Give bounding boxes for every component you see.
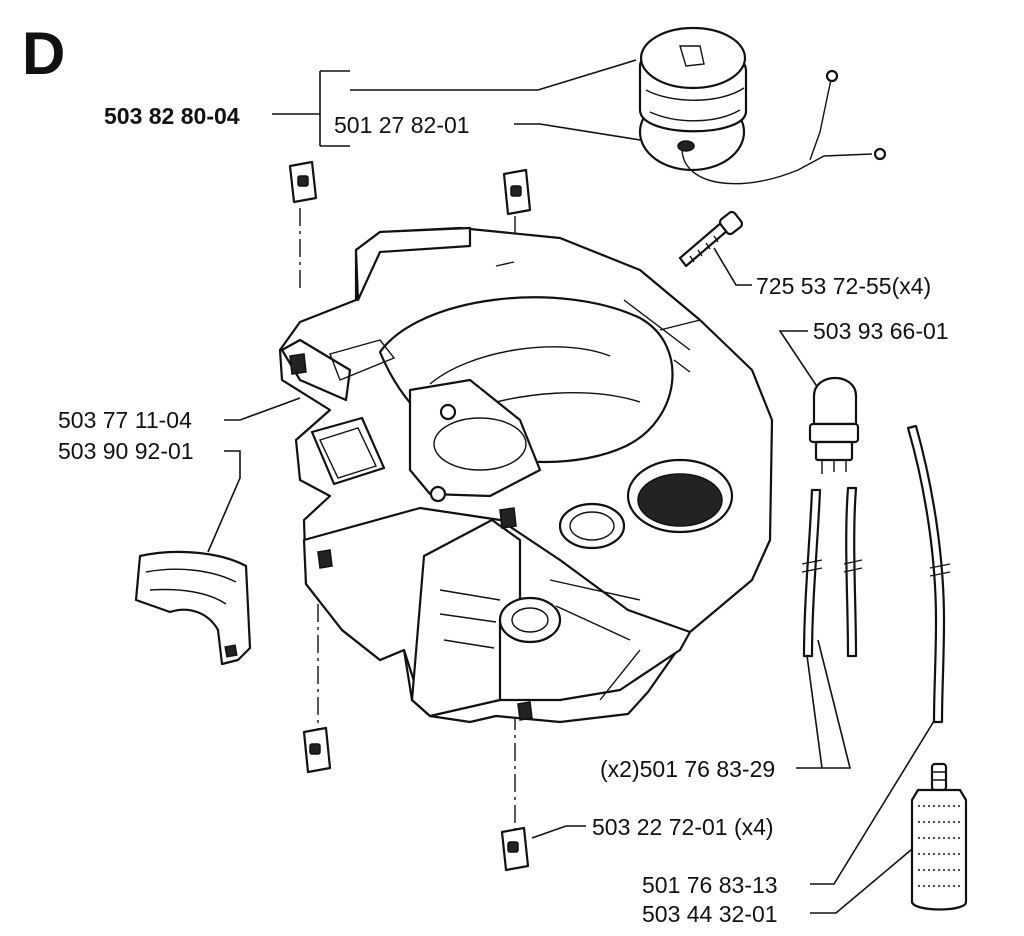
screw <box>678 210 744 268</box>
leader-hose-pair-left <box>805 647 823 769</box>
leader-cap-oring <box>514 123 641 141</box>
label-screw: 725 53 72-55(x4) <box>756 273 931 299</box>
tank-insert-piece <box>134 550 252 666</box>
label-primer-bulb: 503 93 66-01 <box>813 318 949 344</box>
fuel-filter <box>910 762 968 911</box>
section-letter: D <box>22 20 65 87</box>
leader-primer-bulb <box>778 330 819 389</box>
leader-screw <box>713 247 752 286</box>
clip-nuts <box>288 160 532 872</box>
label-fuel-filter: 503 44 32-01 <box>642 901 778 927</box>
clip-nut-top-left <box>288 160 318 204</box>
label-hose-pair: (x2)501 76 83-29 <box>600 756 775 782</box>
label-assembly: 503 82 80-04 <box>104 103 240 129</box>
leader-lines <box>207 59 943 914</box>
label-fuel-hose: 501 76 83-13 <box>642 872 778 898</box>
fuel-tank-housing <box>278 226 774 724</box>
leader-assembly-bracket <box>272 70 350 147</box>
fuel-cap <box>638 26 887 185</box>
leader-fuel-filter <box>810 833 931 914</box>
label-tank-part-b: 503 90 92-01 <box>58 438 194 464</box>
leader-clip <box>531 825 586 839</box>
primer-bulb <box>808 376 860 474</box>
short-hoses <box>801 486 863 658</box>
label-tank-part-a: 503 77 11-04 <box>58 407 192 433</box>
leader-tank-part-a <box>224 397 301 421</box>
clip-nut-bottom-center <box>500 826 530 872</box>
leader-cap <box>350 59 637 91</box>
leader-fuel-hose <box>810 707 943 885</box>
clip-nut-bottom-left <box>302 726 332 774</box>
leader-tank-part-b <box>207 450 241 553</box>
label-clip: 503 22 72-01 (x4) <box>592 814 774 840</box>
leader-hose-pair-right <box>796 639 852 769</box>
label-cap-oring: 501 27 82-01 <box>334 112 470 138</box>
long-fuel-hose <box>906 424 951 724</box>
clip-nut-top-center <box>502 168 532 216</box>
